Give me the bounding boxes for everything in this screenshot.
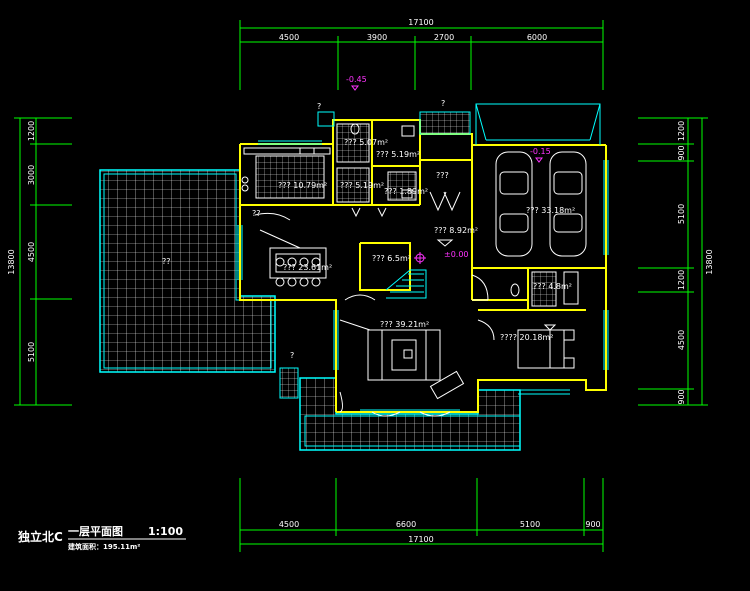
top-dimension-chain: 17100 4500 3900 2700 6000 xyxy=(239,18,604,90)
level-stair: ±0.00 xyxy=(444,250,469,259)
dining-room: ?? ??? 23.61m² xyxy=(252,209,332,287)
dim-top-3: 2700 xyxy=(434,33,454,42)
terrace-area: ?? xyxy=(99,169,276,373)
living-room: ??? 39.21m² ? xyxy=(290,294,465,417)
foyer-label: ??? 8.92m² xyxy=(434,226,478,235)
car-right-icon xyxy=(549,151,587,257)
bath: ??? 4.8m² xyxy=(510,271,579,307)
drawing-title: 一层平面图 xyxy=(68,525,123,538)
bath-label: ??? 4.8m² xyxy=(533,282,572,291)
dim-left-3: 4500 xyxy=(27,242,36,262)
title-block: 独立北C 一层平面图 1:100 建筑面积：195.11m² xyxy=(17,525,186,551)
dim-right-2: 900 xyxy=(677,145,686,160)
dim-right-6: 900 xyxy=(677,389,686,404)
building-area: 建筑面积：195.11m² xyxy=(68,542,140,551)
corridor-label: ??? xyxy=(436,171,449,180)
toilets: ??? 5.07m² ??? 5.19m² ??? 5.19m² ??? 1.8… xyxy=(336,123,428,203)
garage-canopy xyxy=(475,103,601,145)
toilet-a-label: ??? 5.07m² xyxy=(344,138,388,147)
dim-bottom-1: 4500 xyxy=(279,520,299,529)
storage-a-label: ??? 5.19m² xyxy=(340,181,384,190)
dim-top-2: 3900 xyxy=(367,33,387,42)
dim-left-2: 3000 xyxy=(27,165,36,185)
kitchen-label: ??? 10.79m² xyxy=(278,181,327,190)
living-label: ??? 39.21m² xyxy=(380,320,429,329)
small-label-d: ? xyxy=(290,351,294,360)
terrace-label: ?? xyxy=(162,257,171,266)
dim-left-4: 5100 xyxy=(27,342,36,362)
small-label-a: ?? xyxy=(252,209,261,218)
small-label-c: ? xyxy=(317,102,321,111)
dim-left-1: 1200 xyxy=(27,121,36,141)
car-left-icon xyxy=(495,151,533,257)
kitchen: ??? 10.79m² xyxy=(241,147,331,199)
dim-bottom-2: 6600 xyxy=(396,520,416,529)
garage: -0.15 ??? 33.18m² xyxy=(495,147,587,257)
garage-label: ??? 33.18m² xyxy=(526,206,575,215)
dim-bottom-total: 17100 xyxy=(408,535,433,544)
stair-room-label: ??? 6.5m² xyxy=(372,254,411,263)
dining-label: ??? 23.61m² xyxy=(283,263,332,272)
stair-room: ??? 6.5m² ±0.00 xyxy=(372,250,469,299)
toilet-b-label: ??? 5.19m² xyxy=(376,150,420,159)
foyer: ??? 8.92m² xyxy=(434,226,489,301)
dim-left-total: 13800 xyxy=(7,249,16,274)
dim-right-4: 1200 xyxy=(677,270,686,290)
entry-steps: -0.45 ? ? xyxy=(317,75,471,135)
left-dimension-chain: 13800 1200 3000 4500 5100 xyxy=(7,117,72,406)
level-entry: -0.45 xyxy=(346,75,367,84)
dim-top-4: 6000 xyxy=(527,33,547,42)
bedroom: ???? 20.18m² xyxy=(477,319,575,369)
dim-bottom-4: 900 xyxy=(585,520,600,529)
dim-right-3: 5100 xyxy=(677,204,686,224)
dim-top-1: 4500 xyxy=(279,33,299,42)
dim-bottom-3: 5100 xyxy=(520,520,540,529)
bottom-dimension-chain: 4500 6600 5100 900 17100 xyxy=(239,478,604,552)
small-label-b: ? xyxy=(441,99,445,108)
dim-right-1: 1200 xyxy=(677,121,686,141)
corridor: ??? xyxy=(351,171,461,218)
right-dimension-chain: 1200 900 5100 1200 4500 900 13800 xyxy=(638,117,714,406)
dim-right-5: 4500 xyxy=(677,330,686,350)
drawing-scale: 1:100 xyxy=(148,525,183,538)
dim-top-total: 17100 xyxy=(408,18,433,27)
project-code: 独立北C xyxy=(17,529,63,544)
dim-right-total: 13800 xyxy=(705,249,714,274)
storage-b-label: ??? 1.89m² xyxy=(384,187,428,196)
level-garage: -0.15 xyxy=(530,147,551,156)
bedroom-label: ???? 20.18m² xyxy=(500,333,553,342)
